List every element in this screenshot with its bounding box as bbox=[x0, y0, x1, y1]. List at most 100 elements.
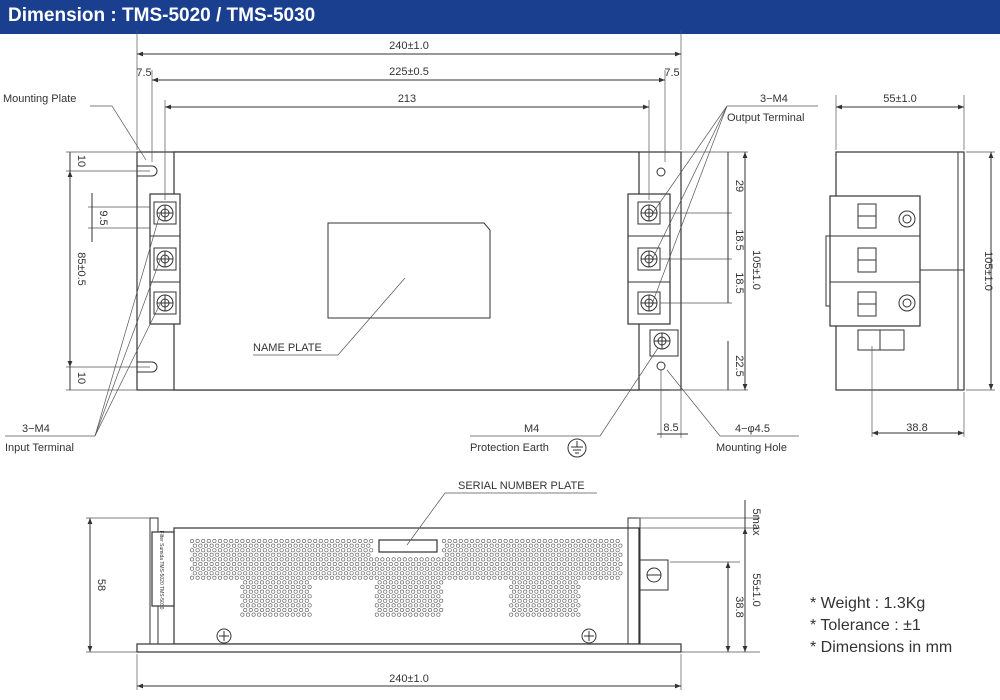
vent-hole bbox=[357, 538, 362, 543]
vent-hole bbox=[436, 584, 441, 589]
vent-hole bbox=[397, 557, 402, 562]
vent-hole bbox=[329, 566, 334, 571]
vent-hole bbox=[369, 575, 374, 580]
vent-hole bbox=[598, 538, 603, 543]
vent-hole bbox=[318, 548, 323, 553]
vent-hole bbox=[218, 538, 223, 543]
vent-hole bbox=[290, 594, 295, 599]
vent-hole bbox=[492, 557, 497, 562]
vent-hole bbox=[486, 557, 491, 562]
vent-hole bbox=[486, 575, 491, 580]
vent-hole bbox=[478, 561, 483, 566]
vent-hole bbox=[528, 589, 533, 594]
vent-hole bbox=[301, 538, 306, 543]
vent-hole bbox=[198, 552, 203, 557]
vent-hole bbox=[514, 548, 519, 553]
vent-hole bbox=[360, 543, 365, 548]
vent-hole bbox=[559, 548, 564, 553]
vent-hole bbox=[271, 543, 276, 548]
vent-hole bbox=[576, 584, 581, 589]
vent-hole bbox=[559, 612, 564, 617]
vent-hole bbox=[520, 538, 525, 543]
vent-hole bbox=[377, 589, 382, 594]
vent-hole bbox=[229, 538, 234, 543]
vent-hole bbox=[553, 557, 558, 562]
vent-hole bbox=[464, 575, 469, 580]
vent-hole bbox=[562, 571, 567, 576]
vent-hole bbox=[332, 543, 337, 548]
vent-hole bbox=[433, 598, 438, 603]
vent-hole bbox=[458, 538, 463, 543]
vent-hole bbox=[416, 598, 421, 603]
vent-hole bbox=[271, 607, 276, 612]
vent-hole bbox=[287, 552, 292, 557]
vent-hole bbox=[265, 607, 270, 612]
vent-hole bbox=[324, 575, 329, 580]
vent-hole bbox=[377, 580, 382, 585]
vent-hole bbox=[609, 575, 614, 580]
vent-hole bbox=[391, 584, 396, 589]
vent-hole bbox=[430, 594, 435, 599]
vent-hole bbox=[537, 584, 542, 589]
vent-hole bbox=[509, 603, 514, 608]
vent-hole bbox=[332, 571, 337, 576]
vent-hole bbox=[318, 566, 323, 571]
dim-front-height: 58 bbox=[95, 579, 107, 591]
vent-hole bbox=[402, 575, 407, 580]
vent-hole bbox=[430, 603, 435, 608]
vent-hole bbox=[464, 566, 469, 571]
vent-hole bbox=[433, 571, 438, 576]
vent-hole bbox=[464, 548, 469, 553]
vent-hole bbox=[310, 571, 315, 576]
vent-hole bbox=[453, 538, 458, 543]
vent-hole bbox=[430, 584, 435, 589]
vent-hole bbox=[573, 589, 578, 594]
vent-hole bbox=[475, 538, 480, 543]
vent-hole bbox=[304, 543, 309, 548]
vent-hole bbox=[293, 571, 298, 576]
vent-hole bbox=[307, 557, 312, 562]
vent-hole bbox=[335, 566, 340, 571]
vent-hole bbox=[537, 557, 542, 562]
vent-hole bbox=[388, 607, 393, 612]
vent-hole bbox=[271, 571, 276, 576]
vent-hole bbox=[464, 557, 469, 562]
vent-hole bbox=[204, 561, 209, 566]
vent-hole bbox=[304, 607, 309, 612]
vent-hole bbox=[567, 561, 572, 566]
vent-hole bbox=[542, 538, 547, 543]
vent-hole bbox=[551, 589, 556, 594]
vent-hole bbox=[427, 607, 432, 612]
vent-hole bbox=[287, 571, 292, 576]
vent-hole bbox=[469, 566, 474, 571]
output-terminal-label: Output Terminal bbox=[727, 112, 804, 124]
vent-hole bbox=[285, 594, 290, 599]
vent-hole bbox=[310, 561, 315, 566]
vent-hole bbox=[273, 584, 278, 589]
vent-hole bbox=[329, 538, 334, 543]
vent-hole bbox=[246, 538, 251, 543]
vent-hole bbox=[453, 548, 458, 553]
vent-hole bbox=[528, 580, 533, 585]
vent-hole bbox=[313, 548, 318, 553]
vent-hole bbox=[562, 561, 567, 566]
vent-hole bbox=[523, 571, 528, 576]
vent-hole bbox=[618, 561, 623, 566]
vent-hole bbox=[301, 548, 306, 553]
front-screw-left bbox=[216, 628, 232, 644]
vent-hole bbox=[576, 575, 581, 580]
vent-hole bbox=[240, 538, 245, 543]
vent-hole bbox=[408, 584, 413, 589]
vent-hole bbox=[559, 594, 564, 599]
vent-hole bbox=[279, 538, 284, 543]
vent-hole bbox=[285, 584, 290, 589]
vent-hole bbox=[472, 552, 477, 557]
vent-hole bbox=[573, 571, 578, 576]
vent-hole bbox=[537, 548, 542, 553]
vent-hole bbox=[402, 584, 407, 589]
vent-hole bbox=[338, 552, 343, 557]
vent-hole bbox=[486, 566, 491, 571]
vent-hole bbox=[262, 575, 267, 580]
vent-hole bbox=[509, 584, 514, 589]
